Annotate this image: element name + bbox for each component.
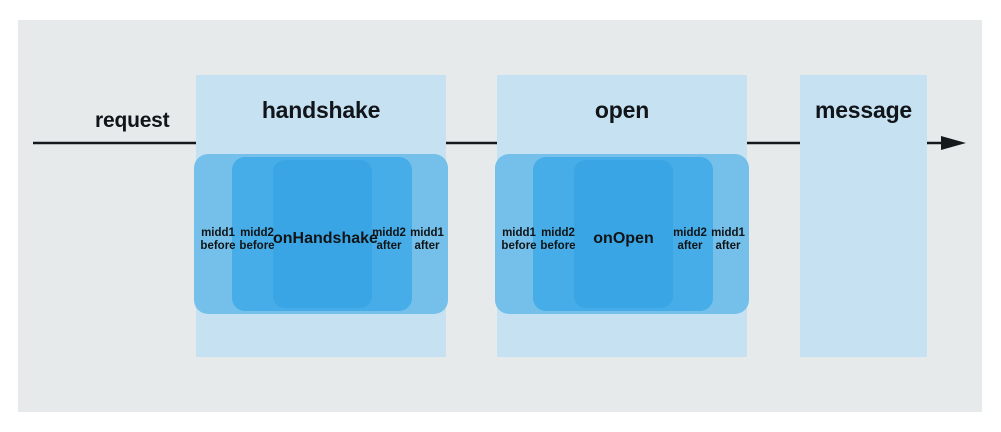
handler-core-open [574, 160, 673, 308]
handler-label-onopen: onOpen [593, 230, 654, 247]
diagram-canvas: request handshake midd1 before midd2 bef… [18, 20, 982, 412]
handler-label-onhandshake: onHandshake [273, 230, 378, 247]
phase-title-open: open [594, 97, 650, 123]
label-midd2-after-open: midd2 after [673, 227, 707, 252]
phase-title-message: message [814, 97, 913, 123]
label-midd1-before-handshake: midd1 before [200, 227, 236, 252]
phase-title-handshake: handshake [261, 97, 381, 123]
middleware-stack-handshake: midd1 before midd2 before onHandshake mi… [194, 154, 448, 314]
label-midd2-before-handshake: midd2 before [239, 227, 275, 252]
handler-core-handshake [273, 160, 372, 308]
label-midd2-after-handshake: midd2 after [372, 227, 406, 252]
label-midd2-before-open: midd2 before [540, 227, 576, 252]
label-midd1-after-handshake: midd1 after [410, 227, 444, 252]
label-midd1-before-open: midd1 before [501, 227, 537, 252]
label-midd1-after-open: midd1 after [711, 227, 745, 252]
middleware-stack-open: midd1 before midd2 before onOpen midd2 a… [495, 154, 749, 314]
phase-column-message: message [800, 75, 927, 357]
request-label: request [95, 109, 170, 132]
